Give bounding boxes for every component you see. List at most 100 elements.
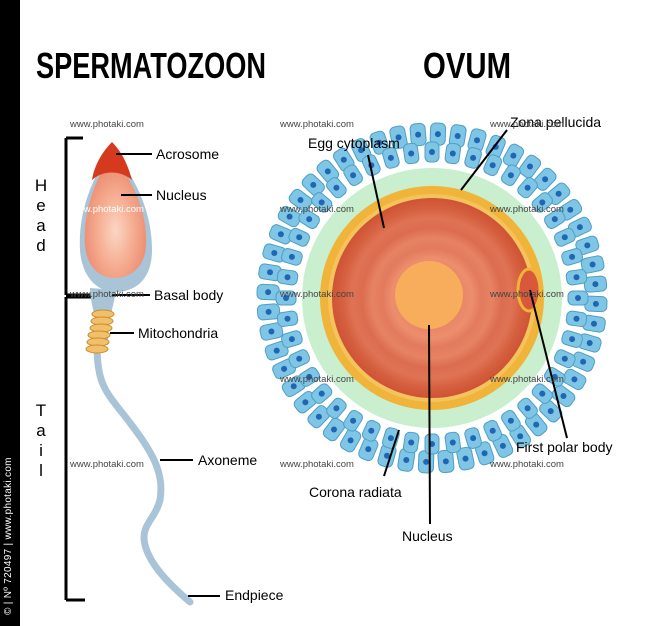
corona-cell-nucleus (331, 426, 337, 433)
first-polar-body (516, 267, 542, 313)
watermarks: www.photaki.com www.photaki.com www.phot… (69, 119, 564, 470)
corona-cell-nucleus (547, 408, 554, 415)
corona-cell-nucleus (290, 383, 297, 390)
corona-cell-nucleus (265, 289, 272, 296)
ovum (256, 122, 608, 474)
watermark: www.photaki.com (489, 374, 564, 385)
copyright-text: © | Nº 720497 | www.photaki.com (3, 457, 14, 615)
corona-cell-nucleus (306, 373, 313, 380)
corona-cell-nucleus (481, 450, 488, 457)
corona-cell-nucleus (551, 373, 558, 380)
corona-cell-nucleus (315, 413, 322, 420)
corona-cell-nucleus (573, 274, 580, 281)
corona-cell-nucleus (573, 315, 580, 322)
corona-cell-nucleus (324, 168, 331, 175)
label-basal-body: Basal body (154, 287, 223, 303)
watermark: www.photaki.com (279, 459, 354, 470)
corona-cell-nucleus (591, 320, 597, 327)
watermark: www.photaki.com (69, 119, 144, 130)
corona-cell-nucleus (318, 390, 325, 397)
corona-cell-nucleus (462, 455, 469, 462)
corona-cell-nucleus (576, 224, 583, 231)
watermark: www.photaki.com (69, 289, 144, 300)
label-egg-cytoplasm: Egg cytoplasm (308, 135, 400, 151)
corona-cell-nucleus (489, 162, 496, 169)
sperm-tail (93, 341, 194, 606)
corona-cell-nucleus (542, 176, 549, 183)
corona-radiata-cells (256, 122, 608, 474)
watermark: www.photaki.com (279, 119, 354, 130)
corona-cell-nucleus (489, 427, 496, 434)
corona-cell-nucleus (297, 197, 304, 203)
corona-cell-nucleus (306, 216, 313, 223)
corona-cell-nucleus (571, 376, 578, 383)
corona-cell-nucleus (560, 393, 567, 399)
egg-nucleus (395, 261, 463, 329)
corona-cell-nucleus (347, 437, 354, 444)
label-mitochondria: Mitochondria (138, 325, 218, 341)
label-acrosome: Acrosome (156, 146, 219, 162)
title-ovum: OVUM (423, 45, 511, 86)
head-letter: a (36, 216, 46, 235)
corona-cell-nucleus (429, 149, 435, 155)
corona-cell-nucleus (470, 154, 477, 161)
label-endpiece: Endpiece (225, 587, 284, 603)
watermark: www.photaki.com (489, 119, 564, 130)
corona-cell-nucleus (376, 139, 383, 146)
label-axoneme: Axoneme (198, 452, 257, 468)
corona-cell-nucleus (265, 308, 272, 315)
head-letter: H (35, 176, 47, 195)
ovum-leader-lines (367, 129, 568, 525)
corona-cell-nucleus (365, 446, 372, 453)
corona-cell-nucleus (551, 216, 558, 223)
corona-cell-nucleus (288, 336, 295, 343)
corona-cell-nucleus (567, 206, 574, 213)
mitochondria (85, 309, 115, 354)
watermark: www.photaki.com (69, 204, 144, 215)
corona-cell-nucleus (580, 358, 587, 365)
watermark: www.photaki.com (279, 204, 354, 215)
corona-cell-nucleus (277, 231, 284, 238)
corona-cell-nucleus (350, 417, 357, 424)
watermark: www.photaki.com (69, 459, 144, 470)
corona-cell-nucleus (296, 234, 303, 241)
corona-cell-nucleus (268, 328, 275, 335)
corona-cell-nucleus (584, 242, 591, 249)
tail-letter: l (39, 461, 43, 480)
watermark: www.photaki.com (489, 289, 564, 300)
corona-cell-nucleus (442, 458, 449, 465)
tail-bracket-label: T a i l (36, 401, 46, 480)
corona-cell-nucleus (586, 340, 593, 346)
corona-cell-nucleus (284, 315, 291, 322)
sperm-head-inner (84, 154, 147, 278)
corona-cell-nucleus (434, 131, 441, 138)
corona-cell-nucleus (539, 199, 546, 206)
corona-cell-nucleus (592, 300, 599, 307)
corona-cell-nucleus (539, 390, 546, 397)
corona-cell-nucleus (589, 261, 596, 268)
corona-cell-nucleus (524, 405, 531, 412)
corona-cell-nucleus (474, 137, 480, 144)
label-first-polar-body: First polar body (516, 439, 612, 455)
corona-cell-nucleus (449, 439, 456, 446)
corona-cell-nucleus (527, 163, 533, 170)
corona-cell-nucleus (288, 253, 295, 260)
sperm-leader-lines (110, 153, 220, 597)
corona-cell-nucleus (387, 154, 394, 161)
corona-cell-nucleus (271, 250, 278, 256)
corona-cell-nucleus (281, 365, 288, 372)
copyright-sidebar: © | Nº 720497 | www.photaki.com (0, 0, 20, 626)
head-bracket (64, 136, 92, 297)
watermark: www.photaki.com (279, 374, 354, 385)
spermatozoon (79, 142, 194, 606)
corona-cell-nucleus (470, 435, 477, 442)
corona-cell-nucleus (533, 421, 540, 428)
tail-letter: i (39, 441, 43, 460)
title-spermatozoon: SPERMATOZOON (36, 45, 266, 86)
corona-cell-nucleus (284, 274, 291, 281)
corona-cell-nucleus (561, 234, 568, 241)
corona-cell-nucleus (592, 281, 599, 288)
corona-cell-nucleus (350, 172, 357, 179)
corona-cell-nucleus (302, 399, 309, 406)
corona-cell-nucleus (368, 427, 375, 434)
